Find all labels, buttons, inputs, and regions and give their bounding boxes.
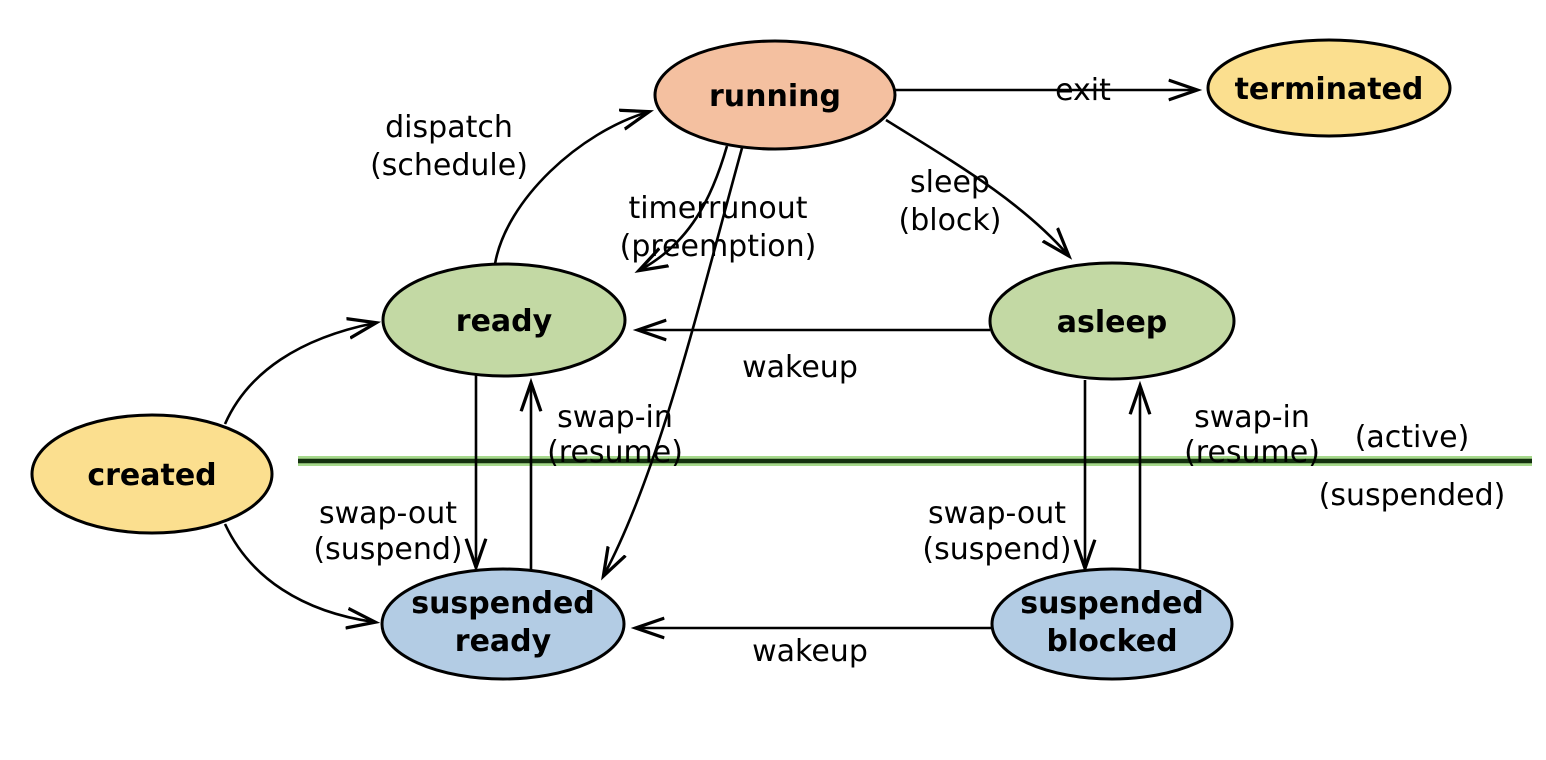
edge-label-wakeup-bottom: wakeup xyxy=(752,634,868,669)
edge-running-to-asleep xyxy=(885,118,1068,255)
nodes-layer: running terminated ready asleep created xyxy=(30,38,1452,681)
node-running-ellipse[interactable] xyxy=(653,39,897,151)
node-created-ellipse[interactable] xyxy=(30,413,274,535)
node-suspended-ready[interactable]: suspended ready xyxy=(380,567,626,681)
edge-label-sleep-line1: sleep xyxy=(910,165,990,200)
edge-created-to-ready xyxy=(223,323,375,425)
edge-label-timerrunout-line1: timerrunout xyxy=(628,191,807,226)
node-suspended-blocked-label-line2: blocked xyxy=(1046,624,1177,659)
node-running[interactable]: running xyxy=(653,39,897,151)
region-label-suspended: (suspended) xyxy=(1319,478,1506,513)
edge-running-to-suspended-ready xyxy=(604,147,744,575)
node-terminated-ellipse[interactable] xyxy=(1206,38,1452,138)
edge-label-swap-out-left-line2: (suspend) xyxy=(313,532,462,567)
edge-ready-to-running xyxy=(493,112,648,265)
edge-label-dispatch-line2: (schedule) xyxy=(370,148,528,183)
edge-label-swap-in-left-line2: (resume) xyxy=(547,435,683,470)
region-labels-layer: (active) (suspended) xyxy=(1319,420,1506,513)
edge-label-swap-out-right-line2: (suspend) xyxy=(922,532,1071,567)
edges-layer xyxy=(223,90,1196,628)
region-label-active: (active) xyxy=(1355,420,1470,455)
edge-created-to-suspended-ready xyxy=(223,523,374,622)
node-suspended-blocked-ellipse[interactable] xyxy=(990,567,1234,681)
node-terminated[interactable]: terminated xyxy=(1206,38,1452,138)
node-ready[interactable]: ready xyxy=(381,262,627,378)
node-suspended-ready-ellipse[interactable] xyxy=(380,567,626,681)
node-suspended-blocked[interactable]: suspended blocked xyxy=(990,567,1234,681)
edge-labels-layer: dispatch (schedule) exit timerrunout (pr… xyxy=(313,73,1320,669)
node-asleep-label: asleep xyxy=(1057,305,1168,340)
node-asleep[interactable]: asleep xyxy=(988,261,1236,381)
edge-label-swap-out-right-line1: swap-out xyxy=(928,496,1066,531)
node-terminated-label: terminated xyxy=(1235,72,1424,107)
edge-label-wakeup-top: wakeup xyxy=(742,350,858,385)
node-suspended-blocked-label-line1: suspended xyxy=(1020,586,1204,621)
node-suspended-ready-label-line2: ready xyxy=(455,624,552,659)
edge-label-exit: exit xyxy=(1055,73,1111,108)
node-created[interactable]: created xyxy=(30,413,274,535)
node-asleep-ellipse[interactable] xyxy=(988,261,1236,381)
edge-running-to-ready xyxy=(640,145,729,270)
edge-label-swap-in-right-line1: swap-in xyxy=(1194,400,1310,435)
edge-label-dispatch-line1: dispatch xyxy=(385,110,513,145)
edge-label-sleep-line2: (block) xyxy=(898,203,1001,238)
edge-label-timerrunout-line2: (preemption) xyxy=(620,229,817,264)
node-ready-ellipse[interactable] xyxy=(381,262,627,378)
node-ready-label: ready xyxy=(456,304,553,339)
edge-label-swap-out-left-line1: swap-out xyxy=(319,496,457,531)
edge-label-swap-in-left-line1: swap-in xyxy=(557,400,673,435)
edge-label-swap-in-right-line2: (resume) xyxy=(1184,435,1320,470)
node-created-label: created xyxy=(87,458,216,493)
node-running-label: running xyxy=(709,79,841,114)
node-suspended-ready-label-line1: suspended xyxy=(411,586,595,621)
